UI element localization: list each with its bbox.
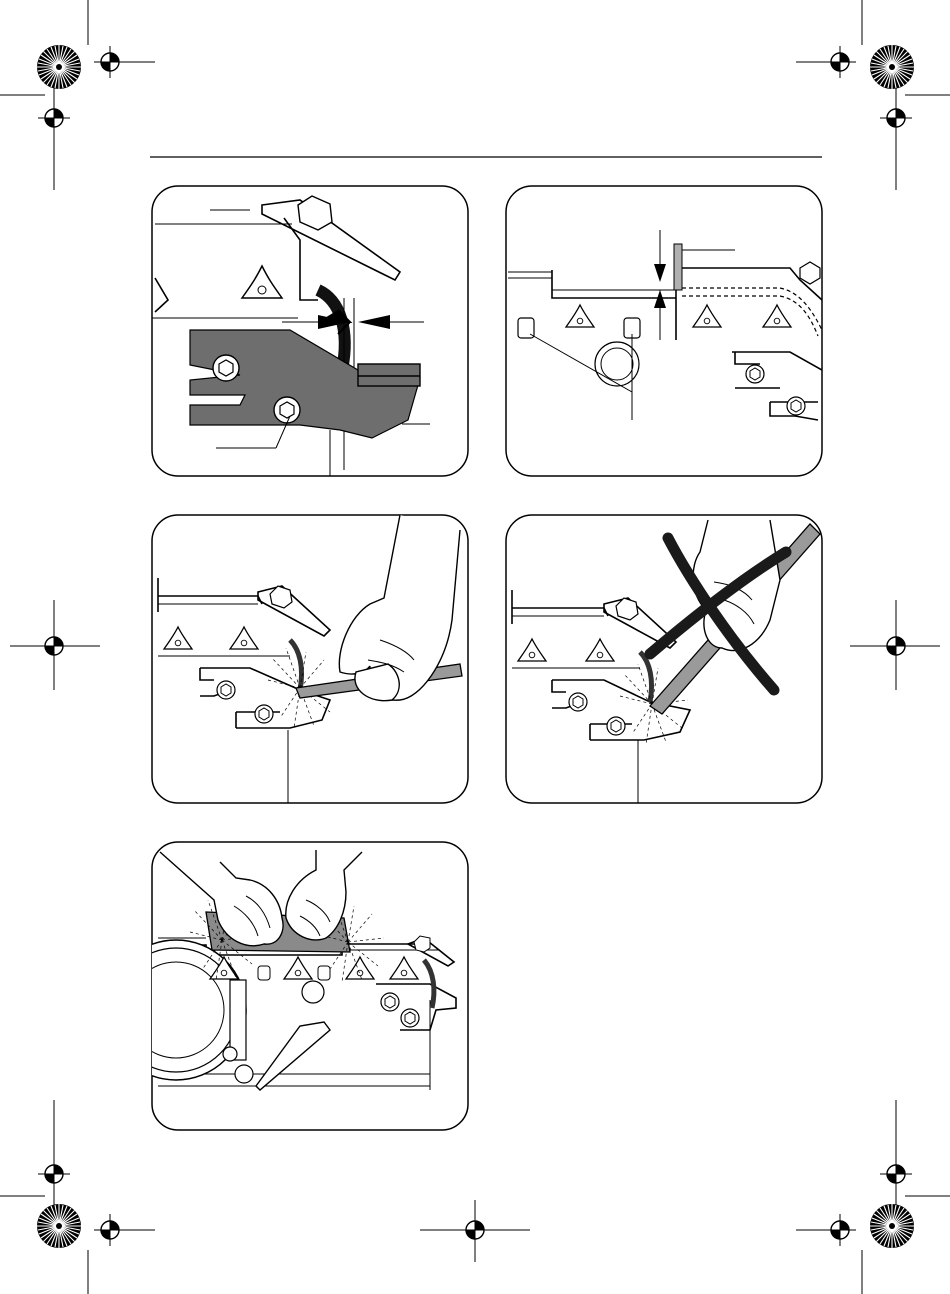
hex-bolt-icon [217, 681, 235, 699]
figure-2 [506, 186, 822, 476]
radial-target-icon [37, 45, 81, 89]
hex-bolt-icon [607, 717, 625, 735]
hex-bolt-icon [274, 397, 300, 423]
registration-crosshair-icon [94, 1214, 126, 1246]
radial-target-icon [870, 45, 914, 89]
figure-3 [152, 515, 468, 803]
registration-crosshair-icon [38, 630, 70, 662]
figure-1 [152, 186, 468, 476]
hex-bolt-icon [401, 1009, 419, 1027]
hex-bolt-icon [255, 705, 273, 723]
figure-4 [506, 515, 822, 803]
registration-crosshair-icon [459, 1214, 491, 1246]
registration-crosshair-icon [880, 102, 912, 134]
registration-crosshair-icon [824, 1214, 856, 1246]
radial-target-icon [870, 1204, 914, 1248]
registration-crosshair-icon [94, 46, 126, 78]
registration-crosshair-icon [38, 1158, 70, 1190]
registration-crosshair-icon [38, 102, 70, 134]
registration-crosshair-icon [880, 1158, 912, 1190]
hex-bolt-icon [569, 693, 587, 711]
radial-target-icon [37, 1204, 81, 1248]
registration-crosshair-icon [880, 630, 912, 662]
hex-bolt-icon [746, 365, 764, 383]
hex-bolt-icon [381, 993, 399, 1011]
registration-crosshair-icon [824, 46, 856, 78]
hex-bolt-icon [213, 355, 239, 381]
hex-bolt-icon [787, 397, 805, 415]
figure-5 [106, 842, 468, 1130]
